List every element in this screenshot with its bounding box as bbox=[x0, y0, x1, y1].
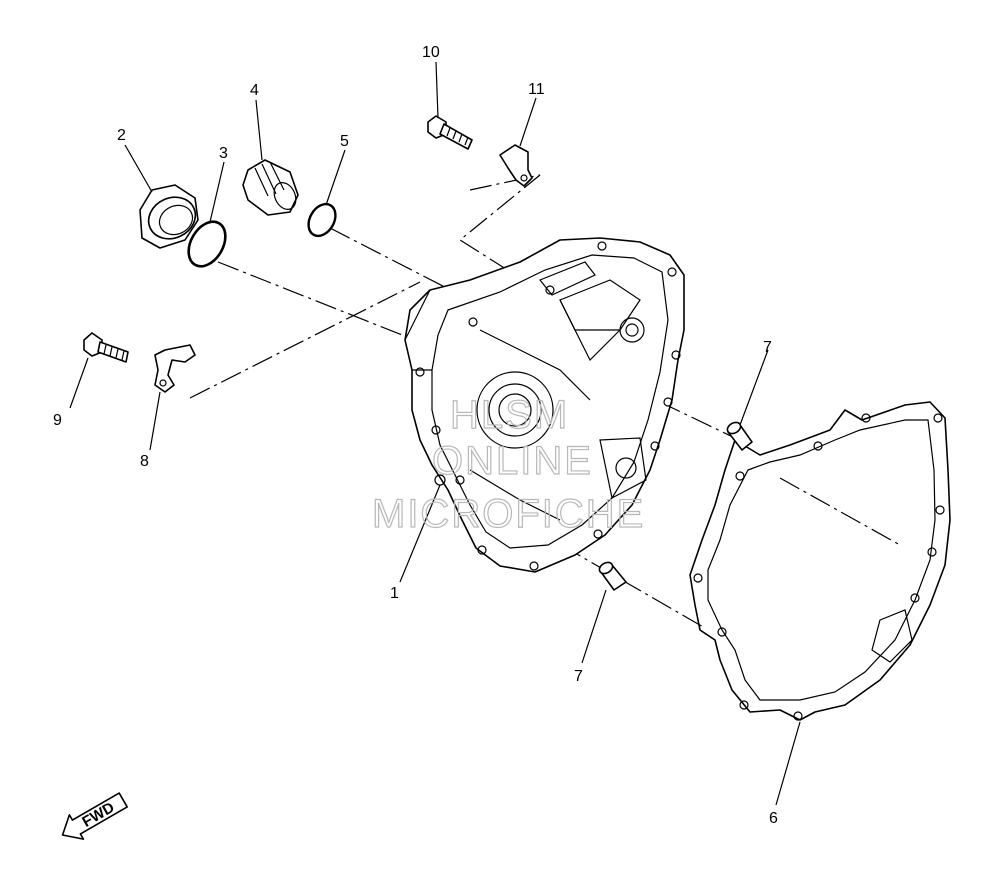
leader-lines bbox=[69, 61, 801, 806]
clamp-part-11 bbox=[499, 144, 533, 187]
callout-4: 4 bbox=[250, 82, 259, 99]
callout-9: 9 bbox=[53, 412, 62, 429]
callout-3: 3 bbox=[219, 145, 228, 162]
o-ring-part-5 bbox=[307, 202, 337, 238]
callout-6: 6 bbox=[769, 810, 778, 827]
dowel-pin-part-7-upper bbox=[726, 421, 753, 451]
callout-1: 1 bbox=[390, 585, 399, 602]
o-ring-part-3 bbox=[187, 220, 227, 268]
bolt-part-9 bbox=[83, 332, 129, 363]
watermark-line-1: HLSM bbox=[450, 393, 569, 437]
callout-8: 8 bbox=[140, 453, 149, 470]
dowel-pin-part-7-lower bbox=[598, 561, 627, 591]
callout-5: 5 bbox=[340, 133, 349, 150]
watermark-line-3: MICROFICHE bbox=[372, 492, 645, 536]
callout-2: 2 bbox=[117, 127, 126, 144]
callout-7-upper: 7 bbox=[763, 339, 772, 356]
bolt-part-10 bbox=[427, 115, 473, 150]
callout-10: 10 bbox=[422, 44, 440, 61]
fwd-arrow-icon: FWD bbox=[61, 792, 128, 840]
crankcase-cover-part-1 bbox=[404, 237, 685, 573]
plug-part-4 bbox=[242, 159, 299, 216]
callout-11: 11 bbox=[528, 81, 545, 98]
clamp-part-8 bbox=[154, 344, 196, 393]
callout-labels: 1 2 3 4 5 6 7 7 8 9 10 11 bbox=[53, 44, 778, 827]
watermark: HLSM ONLINE MICROFICHE bbox=[371, 392, 645, 536]
plug-part-2 bbox=[139, 184, 199, 249]
gasket-part-6 bbox=[689, 401, 951, 721]
callout-7-lower: 7 bbox=[574, 668, 583, 685]
watermark-line-2: ONLINE bbox=[432, 439, 593, 483]
